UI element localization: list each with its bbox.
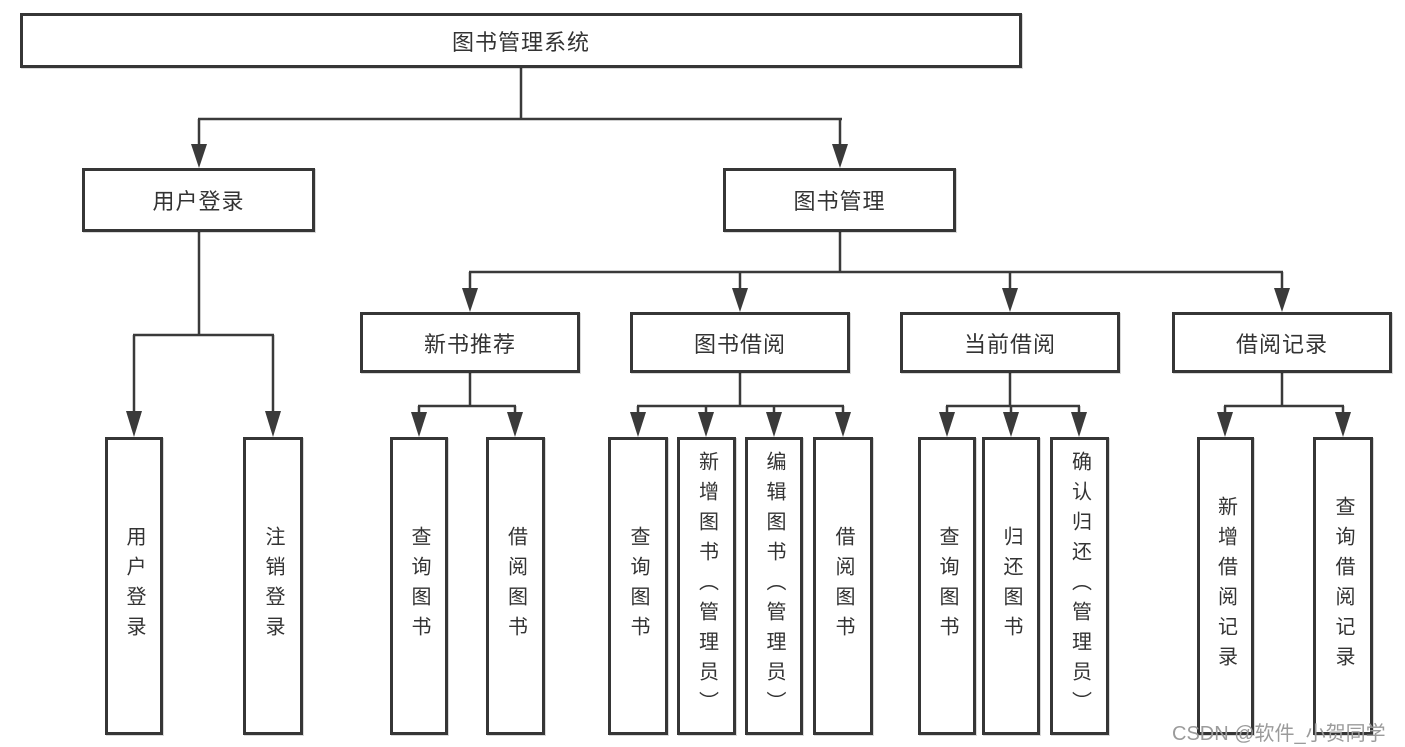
node-new-book-rec-label: 新书推荐	[423, 331, 516, 357]
node-book-mgmt: 图书管理	[723, 168, 956, 232]
arrowheads	[126, 144, 1351, 437]
node-book-borrow-label: 图书借阅	[693, 331, 786, 357]
node-br-query-record: 查询借阅记录	[1313, 437, 1373, 735]
node-bb-edit-book-label: 编辑图书（管理员）	[763, 451, 785, 721]
node-bb-add-book-label: 新增图书（管理员）	[695, 451, 718, 721]
node-nb-borrow-book-label: 借阅图书	[504, 526, 527, 646]
node-bb-borrow-book: 借阅图书	[813, 437, 873, 735]
node-borrow-record-label: 借阅记录	[1235, 331, 1328, 357]
node-br-query-record-label: 查询借阅记录	[1332, 496, 1354, 676]
node-book-mgmt-label: 图书管理	[793, 189, 886, 214]
node-bb-query-book: 查询图书	[608, 437, 668, 735]
node-root: 图书管理系统	[20, 13, 1022, 68]
connector-level3-to-leaves	[417, 373, 1345, 414]
node-user-login: 用户登录	[82, 168, 315, 232]
node-user-login-label: 用户登录	[152, 189, 245, 214]
node-nb-query-book-label: 查询图书	[408, 526, 430, 646]
watermark: CSDN @软件_小贺同学	[1172, 723, 1386, 745]
node-cb-query-book-label: 查询图书	[936, 526, 958, 646]
node-book-borrow: 图书借阅	[630, 312, 850, 373]
node-leaf-logout-label: 注销登录	[262, 526, 284, 646]
node-borrow-record: 借阅记录	[1172, 312, 1392, 373]
connector-root-to-level2	[197, 68, 842, 146]
node-nb-query-book: 查询图书	[390, 437, 448, 735]
node-root-label: 图书管理系统	[451, 29, 590, 55]
node-cb-return-book-label: 归还图书	[1000, 526, 1022, 646]
node-current-borrow: 当前借阅	[900, 312, 1120, 373]
node-leaf-user-login: 用户登录	[105, 437, 163, 735]
node-bb-borrow-book-label: 借阅图书	[832, 526, 854, 646]
connector-userlogin-to-leaves	[132, 232, 275, 413]
node-br-add-record-label: 新增借阅记录	[1214, 496, 1237, 676]
node-bb-query-book-label: 查询图书	[627, 526, 649, 646]
node-leaf-user-login-label: 用户登录	[123, 526, 145, 646]
node-cb-return-book: 归还图书	[982, 437, 1040, 735]
node-new-book-rec: 新书推荐	[360, 312, 580, 373]
connector-bookmgmt-to-level3	[468, 232, 1284, 290]
node-br-add-record: 新增借阅记录	[1197, 437, 1254, 735]
node-bb-edit-book: 编辑图书（管理员）	[745, 437, 803, 735]
node-bb-add-book: 新增图书（管理员）	[677, 437, 736, 735]
node-current-borrow-label: 当前借阅	[963, 331, 1056, 357]
node-cb-query-book: 查询图书	[918, 437, 976, 735]
node-cb-confirm-return-label: 确认归还（管理员）	[1068, 451, 1091, 721]
node-nb-borrow-book: 借阅图书	[486, 437, 545, 735]
node-leaf-logout: 注销登录	[243, 437, 303, 735]
node-cb-confirm-return: 确认归还（管理员）	[1050, 437, 1109, 735]
